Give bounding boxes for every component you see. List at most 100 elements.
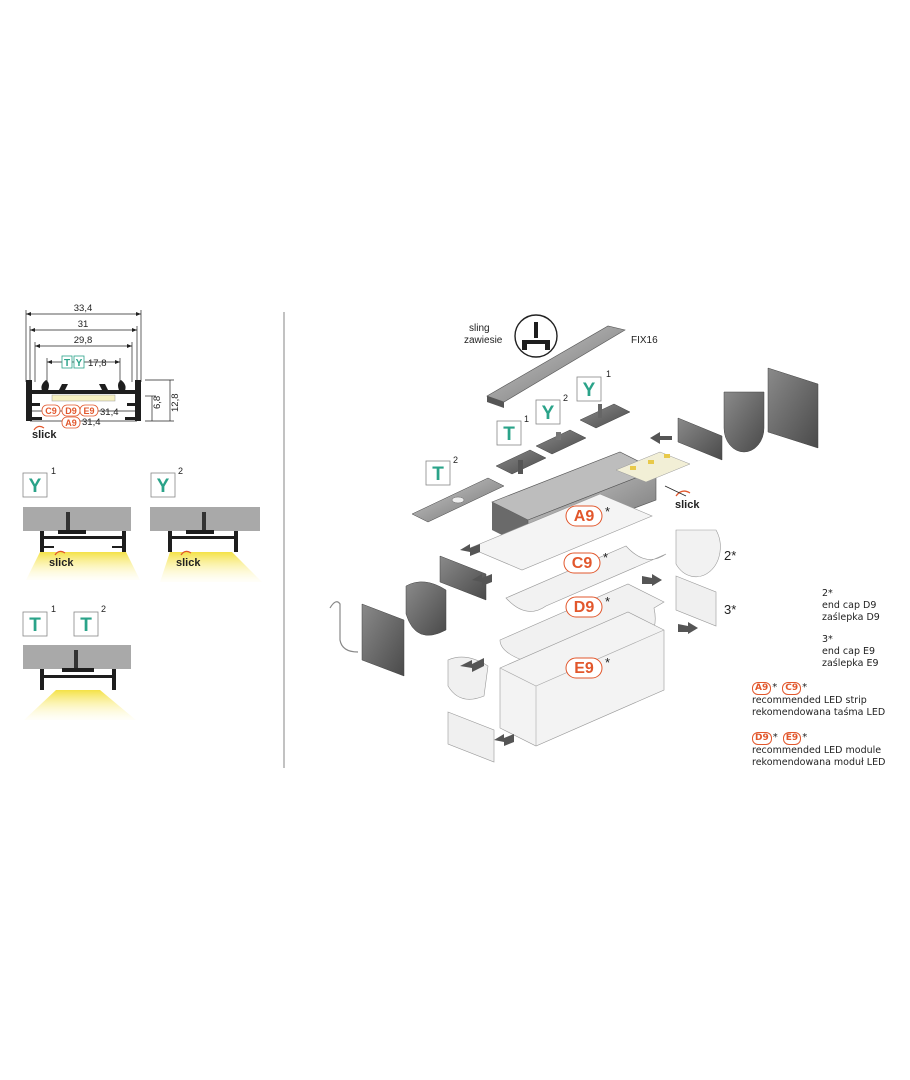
ceiling-y1 <box>23 507 131 531</box>
ref-3: 3* <box>724 602 736 617</box>
slick-label-3: slick <box>176 557 201 569</box>
mount-badges-exploded: Y 1 Y 2 T 1 T 2 <box>425 369 611 486</box>
badge-t1: T <box>503 424 515 445</box>
badge-y2-sup: 2 <box>563 393 568 403</box>
svg-text:*: * <box>603 550 608 565</box>
legend-led-module: D9* E9* recommended LED module rekomendo… <box>752 732 885 769</box>
dim-31-4-a: 31,4 <box>100 407 119 418</box>
dim-12-8: 12,8 <box>170 394 181 413</box>
legend-d9-num: 2* <box>822 588 833 599</box>
badge-t2: T <box>432 464 444 485</box>
legend-e9-pill: E9 <box>782 732 802 745</box>
mount-t2-sup: 2 <box>101 604 106 614</box>
mount-y2-letter: Y <box>157 476 170 497</box>
cover-c9 <box>505 545 667 612</box>
legend-a9-pill: A9 <box>752 682 772 695</box>
badge-y1: Y <box>583 380 596 401</box>
svg-text:C9: C9 <box>572 555 593 572</box>
led-strip-exploded <box>615 451 691 483</box>
legend-module-pl: rekomendowana moduł LED <box>752 757 886 768</box>
legend-led-strip: A9* C9* recommended LED strip rekomendow… <box>752 682 885 719</box>
tag-a9-small: A9 <box>65 418 77 428</box>
tag-a9: A9 * <box>565 504 610 527</box>
legend-strip-en: recommended LED strip <box>752 695 867 706</box>
legend-star-3: * <box>772 732 778 743</box>
fix16-rail <box>486 325 626 403</box>
tag-c9: C9 * <box>563 550 608 574</box>
svg-text:*: * <box>605 655 610 670</box>
legend-strip-pl: rekomendowana taśma LED <box>752 707 886 718</box>
sling-icon <box>514 314 558 358</box>
mount-y1: Y 1 slick <box>22 466 140 580</box>
zawiesie-label: zawiesie <box>464 335 503 346</box>
legend-star-4: * <box>802 732 808 743</box>
dim-17-8: 17,8 <box>88 358 107 369</box>
badge-y2: Y <box>542 403 555 424</box>
svg-text:D9: D9 <box>574 599 595 616</box>
sling-label: sling <box>469 323 490 334</box>
cover-caps-left <box>329 555 495 763</box>
svg-text:A9: A9 <box>574 508 595 525</box>
slick-label-4: slick <box>675 499 700 511</box>
dim-29-8: 29,8 <box>74 335 93 346</box>
tag-t-small: T <box>64 358 70 369</box>
tag-e9-small: E9 <box>83 406 94 416</box>
mount-y2-sup: 2 <box>178 466 183 476</box>
fix16-label: FIX16 <box>631 335 658 346</box>
tag-c9-small: C9 <box>45 406 57 416</box>
mount-y2: Y 2 slick <box>150 466 262 582</box>
legend-e9-pl: zaślepka E9 <box>822 658 879 669</box>
dimension-labels: 33,4 31 29,8 17,8 31,4 31,4 6,8 12,8 <box>74 303 181 428</box>
end-caps-profile <box>650 367 819 461</box>
badge-t1-sup: 1 <box>524 414 529 424</box>
tag-y-small: Y <box>76 358 83 369</box>
badge-t2-sup: 2 <box>453 455 458 465</box>
legend-d9-en: end cap D9 <box>822 600 877 611</box>
badge-y1-sup: 1 <box>606 369 611 379</box>
legend-module-tags: D9* E9* <box>752 732 885 745</box>
assembly-arrows <box>460 544 698 746</box>
dim-33-4: 33,4 <box>74 303 93 314</box>
mount-t1-letter: T <box>29 615 41 636</box>
light-beam-y1 <box>26 552 140 580</box>
light-beam-y2 <box>160 552 262 582</box>
svg-text:E9: E9 <box>574 660 594 677</box>
legend-end-cap-e9: 3* end cap E9 zaślepka E9 <box>752 634 879 670</box>
legend-e9-en: end cap E9 <box>822 646 876 657</box>
small-cover-tags: C9 D9 E9 A9 <box>41 404 99 429</box>
legend-star-2: * <box>802 682 808 693</box>
dim-31: 31 <box>78 319 89 330</box>
profile-shape <box>26 380 141 421</box>
mount-t: T 1 T 2 <box>22 604 136 720</box>
legend-star-1: * <box>772 682 778 693</box>
small-ty-tags: T Y <box>61 355 85 369</box>
dim-6-8: 6,8 <box>152 396 163 409</box>
cover-a9 <box>469 493 653 571</box>
mount-t2-letter: T <box>80 615 92 636</box>
ref-2: 2* <box>724 548 736 563</box>
tag-d9: D9 * <box>565 594 610 618</box>
tag-d9-small: D9 <box>65 406 77 416</box>
legend-d9-pl: zaślepka D9 <box>822 612 880 623</box>
light-beam-t <box>24 690 136 720</box>
slick-label-2: slick <box>49 557 74 569</box>
cover-e9 <box>499 611 665 747</box>
svg-text:*: * <box>605 504 610 519</box>
slick-label-1: slick <box>32 429 57 441</box>
mount-y1-letter: Y <box>29 476 42 497</box>
tag-e9: E9 * <box>565 655 610 679</box>
legend-end-cap-d9: 2* end cap D9 zaślepka D9 <box>752 588 880 624</box>
svg-text:*: * <box>605 594 610 609</box>
dim-31-4-b: 31,4 <box>82 417 101 428</box>
legend-d9-pill: D9 <box>752 732 772 745</box>
mount-y1-sup: 1 <box>51 466 56 476</box>
led-strip-section <box>51 394 116 402</box>
legend-module-en: recommended LED module <box>752 745 882 756</box>
mount-t1-sup: 1 <box>51 604 56 614</box>
legend-strip-tags: A9* C9* <box>752 682 885 695</box>
legend-e9-num: 3* <box>822 634 833 645</box>
cover-caps-right: 2* 3* <box>675 529 736 627</box>
slick-mark-1 <box>33 425 45 431</box>
legend-c9-pill: C9 <box>782 682 802 695</box>
